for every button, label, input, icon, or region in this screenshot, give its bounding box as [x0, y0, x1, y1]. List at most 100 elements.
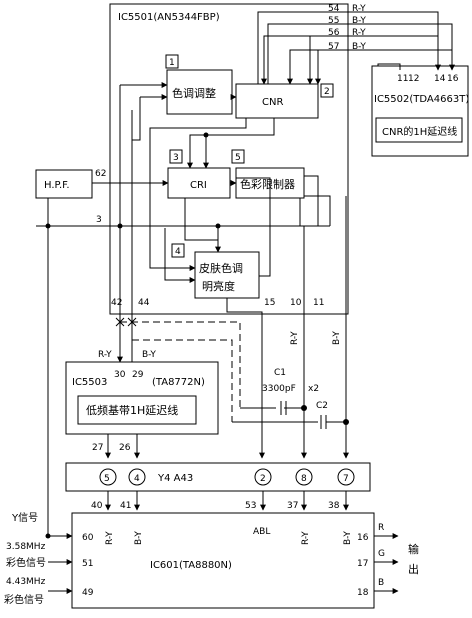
pin-62: 62: [95, 169, 106, 179]
ic5502-delay-box: [375, 117, 463, 143]
pin-17: 17: [357, 559, 368, 569]
pin-54: 54: [328, 4, 340, 14]
pin-41: 41: [120, 501, 131, 511]
badge-3-label: 3: [173, 153, 179, 163]
sig-by-ic601-2: B-Y: [343, 531, 353, 545]
y4-outline: [65, 462, 371, 492]
cap-c2-label: C2: [316, 401, 328, 411]
ic5503-delay-box: [77, 395, 197, 425]
skin-tone-label-1: 皮肤色调: [199, 261, 243, 275]
cap-x2-label: x2: [308, 384, 319, 394]
sig-abl: ABL: [253, 527, 270, 537]
hpf-label: H.P.F.: [44, 180, 70, 191]
y4-pin-4-circle: [128, 468, 146, 486]
pin-56: 56: [328, 28, 340, 38]
cri-label: CRI: [190, 180, 207, 191]
y4-label: Y4 A43: [157, 473, 193, 484]
y4-pin-5-circle: [99, 468, 117, 486]
pin-53: 53: [245, 501, 256, 511]
sig-by-ic601: B-Y: [134, 531, 144, 545]
cnr-block: [235, 83, 319, 119]
ic5503-label: IC5503: [72, 377, 107, 388]
badge-2-label: 2: [324, 87, 330, 97]
pin-49: 49: [82, 588, 94, 598]
badge-4-label: 4: [175, 247, 181, 257]
pin-26: 26: [119, 443, 131, 453]
y4-pin-4: 4: [134, 474, 140, 484]
sig-ry-2: R-Y: [352, 28, 366, 38]
output-label-2: 出: [408, 562, 419, 576]
ic5503-part: (TA8772N): [152, 377, 205, 388]
mhz443-label: 4.43MHz: [6, 577, 46, 587]
color-adjust-label: 色调调整: [172, 86, 216, 100]
ic5502-label: IC5502(TDA4663T): [374, 94, 469, 105]
sig-ry-ic5503: R-Y: [98, 350, 112, 360]
ic5503-outline: [65, 361, 219, 435]
ic5501-label: IC5501(AN5344FBP): [118, 12, 220, 23]
cnr-label: CNR: [262, 97, 283, 108]
pin-57: 57: [328, 42, 339, 52]
ic5501-outline: [109, 3, 349, 315]
cap-c1-value: 3300pF: [262, 384, 296, 394]
y4-pin-2-circle: [254, 468, 272, 486]
cross-marks: [115, 317, 137, 327]
ic5502-outline: [371, 65, 469, 157]
ic601-label: IC601(TA8880N): [150, 560, 232, 571]
out-b: B: [378, 578, 384, 588]
pin-55: 55: [328, 16, 339, 26]
pin-16-out: 16: [357, 533, 369, 543]
pin-29: 29: [132, 370, 144, 380]
color-signal-label-1: 彩色信号: [6, 556, 46, 569]
junction-dots: [45, 132, 349, 539]
y4-pin-2: 2: [260, 474, 266, 484]
ic5502-desc: CNR的1H延迟线: [382, 125, 457, 138]
y4-pin-8: 8: [301, 474, 307, 484]
pin-11-out: 11: [313, 298, 324, 308]
sig-ry-ic601-2: R-Y: [301, 531, 311, 545]
pin-11: 11: [397, 74, 408, 84]
pin-27: 27: [92, 443, 103, 453]
pin-60: 60: [82, 533, 94, 543]
pin-16: 16: [447, 74, 459, 84]
pin-44: 44: [138, 298, 150, 308]
pin-30: 30: [114, 370, 126, 380]
mhz358-label: 3.58MHz: [6, 542, 46, 552]
pin-15: 15: [264, 298, 275, 308]
color-signal-label-2: 彩色信号: [4, 593, 44, 606]
y-signal-label: Y信号: [11, 512, 38, 524]
pin-40: 40: [91, 501, 103, 511]
sig-by-vert-1: B-Y: [332, 331, 342, 345]
pin-3: 3: [96, 215, 102, 225]
pin-18: 18: [357, 588, 369, 598]
y4-pin-5: 5: [104, 474, 110, 484]
out-r: R: [378, 523, 384, 533]
pin-12: 12: [408, 74, 419, 84]
sig-by-2: B-Y: [352, 42, 366, 52]
sig-ry-1: R-Y: [352, 4, 366, 14]
pin-42: 42: [111, 298, 122, 308]
y4-pin-7: 7: [343, 474, 349, 484]
cap-c1-label: C1: [274, 368, 286, 378]
hpf-block: [35, 169, 93, 199]
badge-3: [169, 149, 183, 164]
y4-pin-7-circle: [337, 468, 355, 486]
pin-14: 14: [434, 74, 446, 84]
badge-1: [165, 54, 179, 69]
out-g: G: [378, 549, 385, 559]
wires: [36, 11, 455, 594]
pin-10: 10: [290, 298, 302, 308]
dashed-wires: [120, 321, 241, 422]
color-adjust-block: [166, 69, 233, 115]
badge-5: [231, 149, 245, 164]
pin-37: 37: [287, 501, 298, 511]
skin-tone-label-2: 明亮度: [202, 279, 235, 293]
pin-51: 51: [82, 559, 93, 569]
badge-5-label: 5: [235, 153, 241, 163]
badge-2: [320, 83, 334, 98]
sig-by-ic5503: B-Y: [142, 350, 156, 360]
output-label-1: 输: [408, 542, 419, 556]
sig-ry-ic601: R-Y: [105, 531, 115, 545]
badge-4: [171, 243, 185, 258]
